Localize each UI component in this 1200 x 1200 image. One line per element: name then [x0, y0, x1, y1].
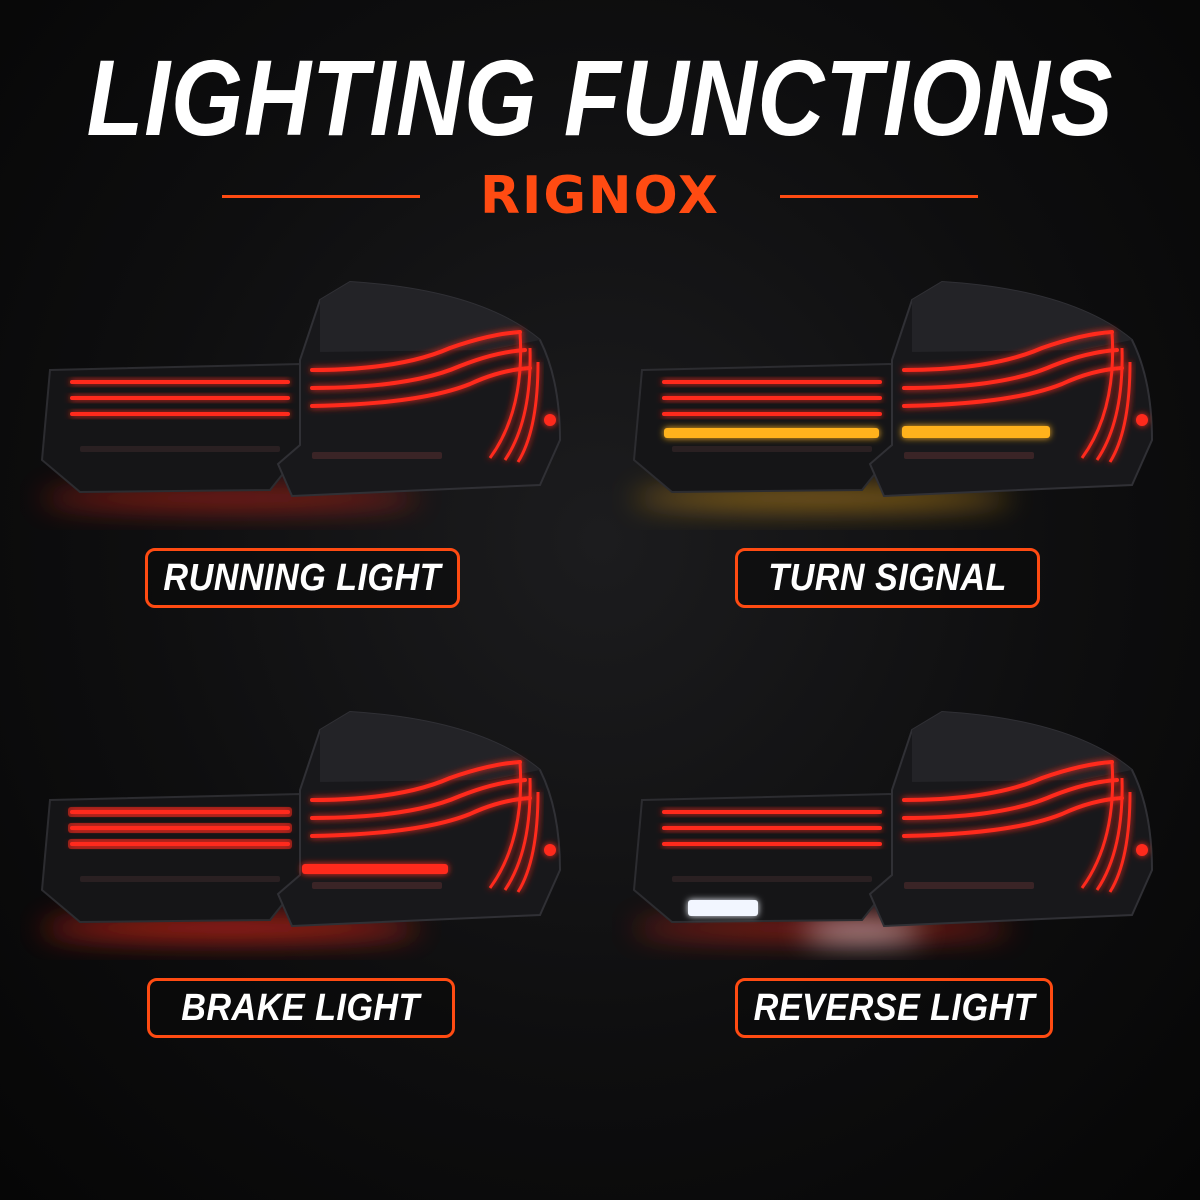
taillight-reverse-image [632, 710, 1154, 941]
label-turn-signal-text: TURN SIGNAL [768, 556, 1007, 599]
taillight-turn-image [632, 280, 1154, 508]
label-brake-light: BRAKE LIGHT [147, 978, 455, 1038]
taillight-running-image [40, 280, 562, 508]
label-reverse-light: REVERSE LIGHT [735, 978, 1053, 1038]
panel-brake-light: BRAKE LIGHT [20, 700, 580, 1100]
label-turn-signal: TURN SIGNAL [735, 548, 1040, 608]
label-brake-light-text: BRAKE LIGHT [181, 986, 421, 1029]
panel-reverse-light: REVERSE LIGHT [612, 700, 1172, 1100]
label-reverse-light-text: REVERSE LIGHT [753, 986, 1035, 1029]
brand-row: RIGNOX [0, 166, 1200, 226]
label-running-light-text: RUNNING LIGHT [163, 556, 442, 599]
taillight-brake-image [40, 710, 562, 938]
label-running-light: RUNNING LIGHT [145, 548, 460, 608]
panel-running-light: RUNNING LIGHT [20, 270, 580, 670]
page-title: LIGHTING FUNCTIONS [86, 37, 1114, 158]
brand-divider-right [780, 195, 978, 198]
brand-divider-left [222, 195, 420, 198]
panel-turn-signal: TURN SIGNAL [612, 270, 1172, 670]
brand-logo: RIGNOX [479, 166, 721, 226]
